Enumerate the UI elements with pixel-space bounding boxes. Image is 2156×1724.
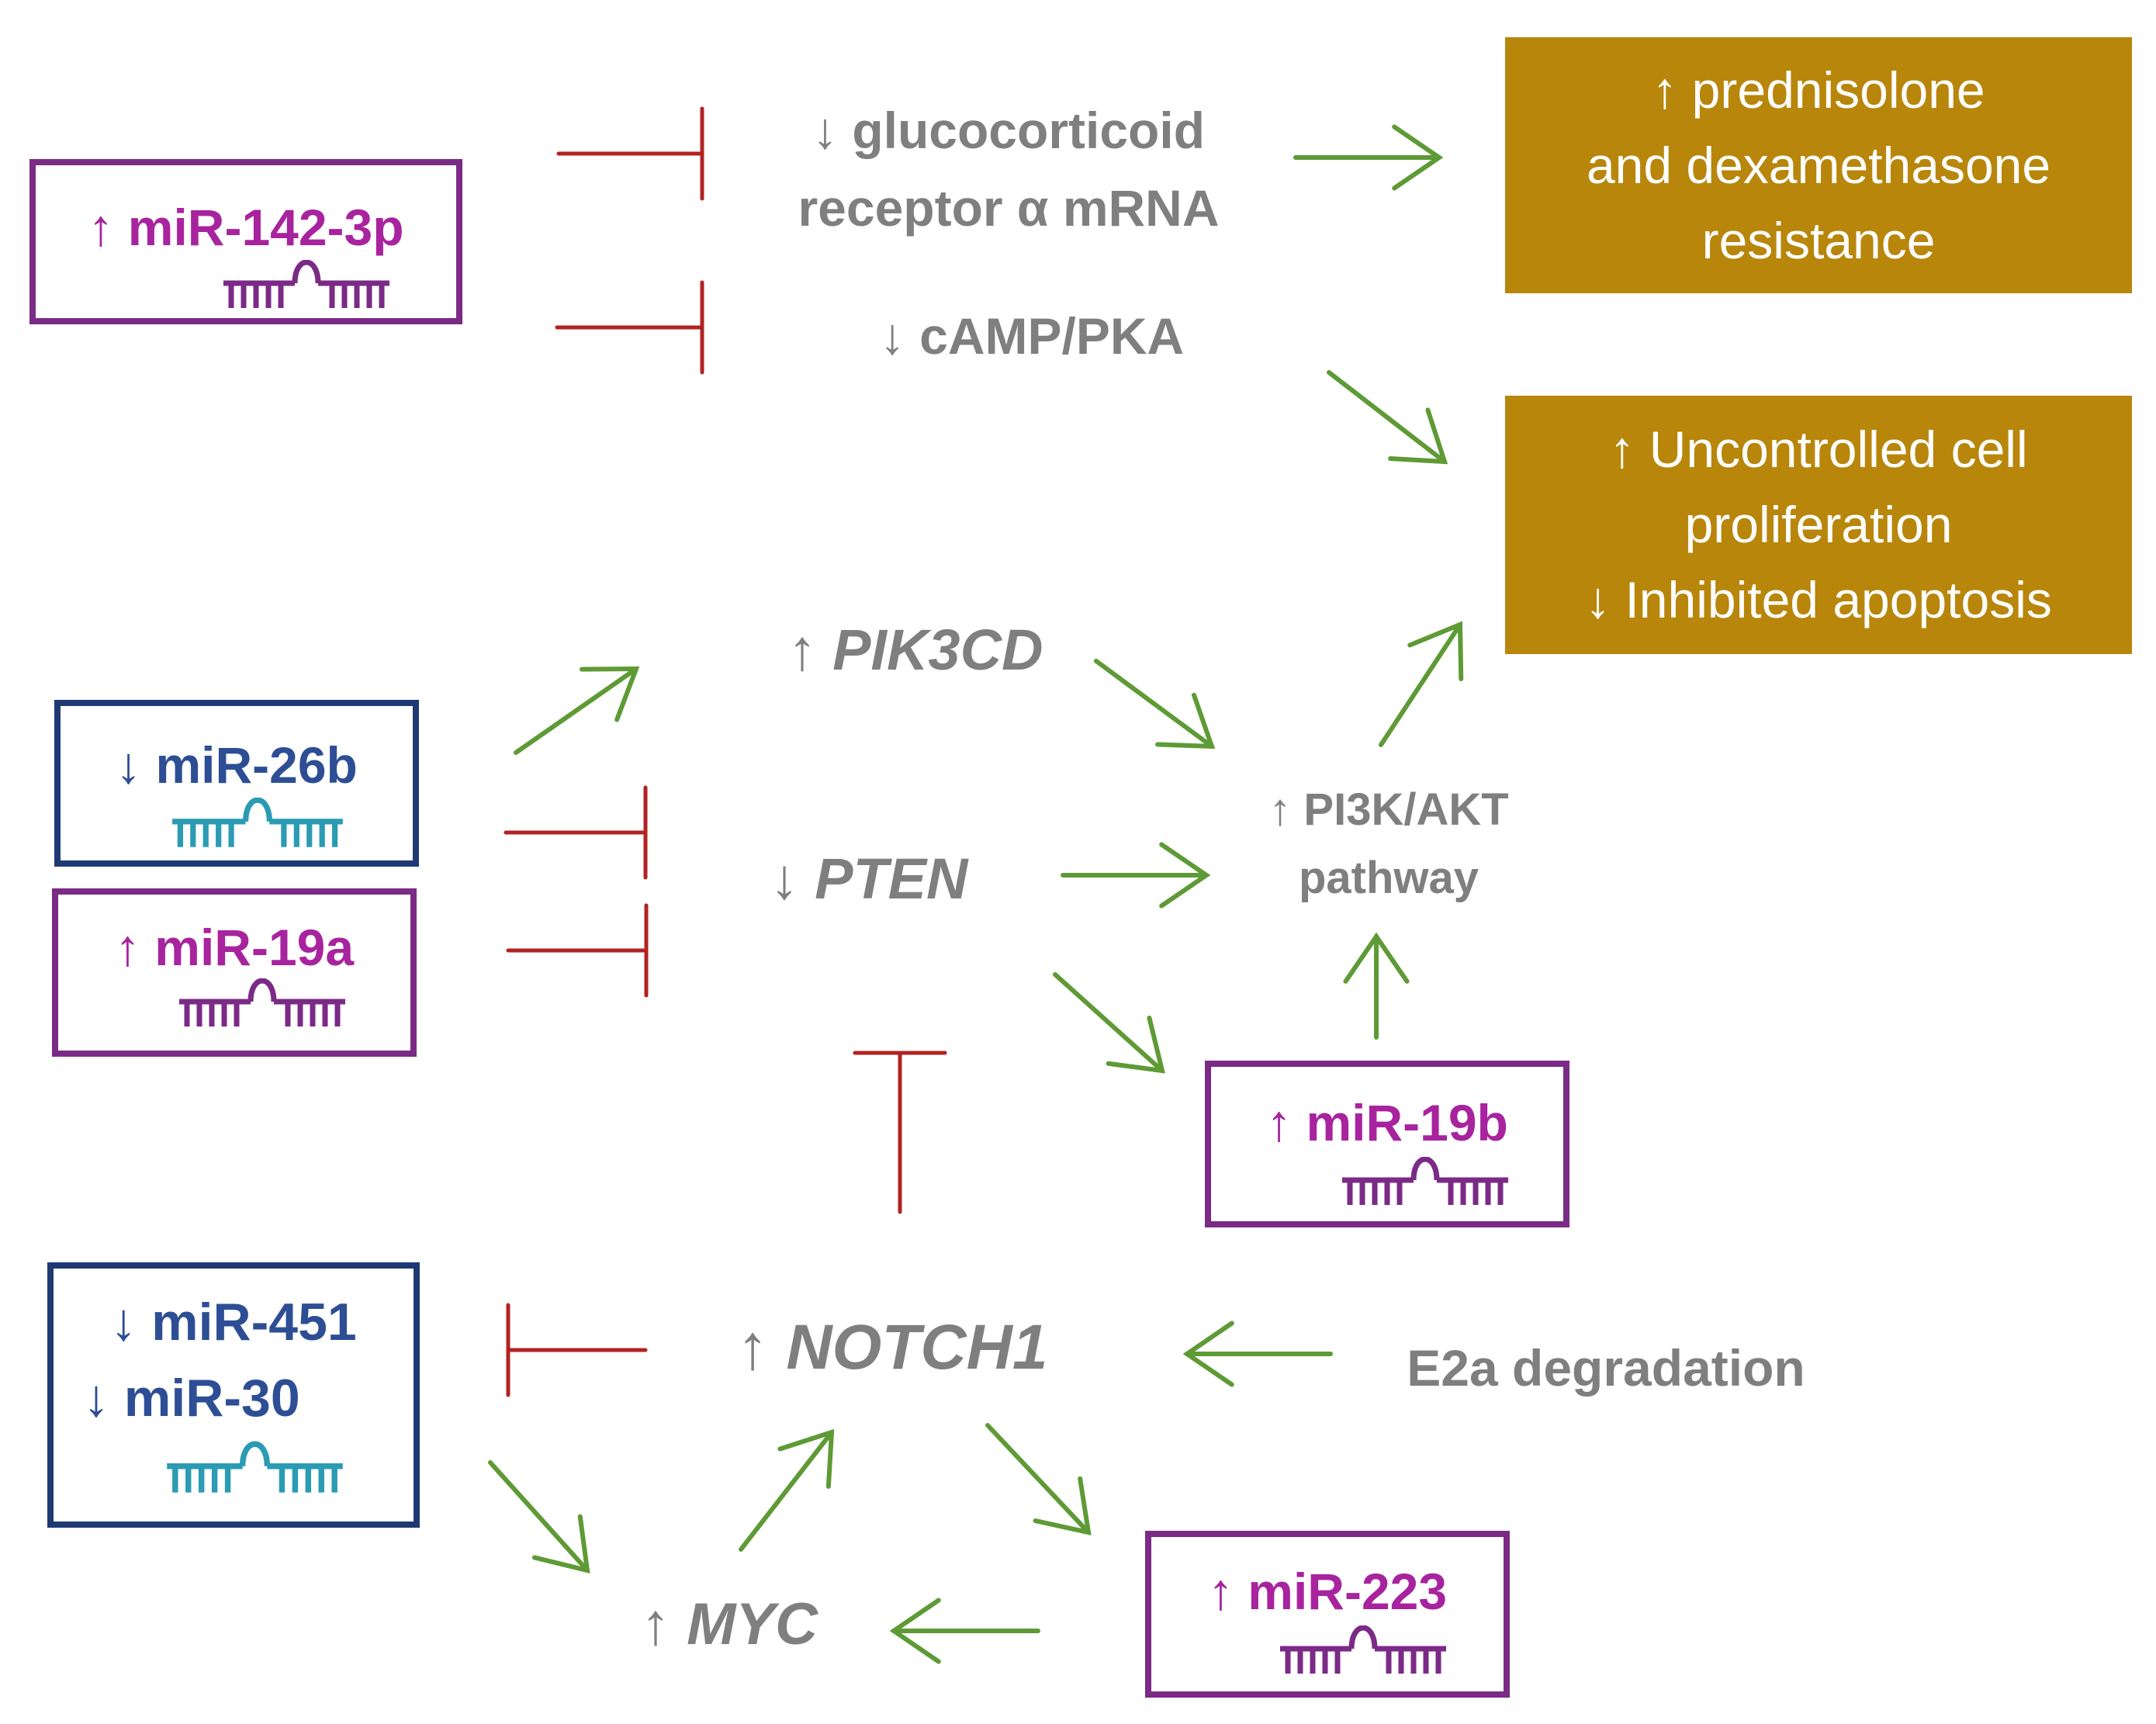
node-e2a-degradation: E2a degradation: [1407, 1339, 1805, 1397]
outcome-resistance-line1: ↑ prednisolone: [1652, 61, 1985, 119]
mirna-hairpin-icon: [179, 978, 345, 1026]
inhibition-edge-notch1-mir451_mir30: [506, 1303, 648, 1397]
mirna-box-mir142: ↑ miR-142-3p: [29, 159, 462, 324]
node-pik3cd: ↑ PIK3CD: [787, 618, 1043, 682]
node-gr-line1: ↓ glucocorticoid: [812, 102, 1206, 159]
mirna-label-mir451: ↓ miR-451: [110, 1293, 357, 1352]
activation-edge-mir26b-pik3cd: [514, 666, 640, 755]
hairpin-shape: [223, 260, 389, 308]
outcome-proliferation-line3: ↓ Inhibited apoptosis: [1585, 571, 2052, 628]
mirna-label-mir223: ↑ miR-223: [1207, 1563, 1448, 1620]
node-pten: ↓ PTEN: [770, 846, 968, 911]
mirna-box-mir26b: ↓ miR-26b: [54, 700, 419, 867]
inhibition-edge-mir26b-pten: [504, 785, 648, 880]
hairpin-shape: [1280, 1625, 1446, 1674]
mirna-hairpin-icon: [1342, 1157, 1508, 1205]
activation-edge-camp-proliferation: [1327, 370, 1448, 465]
mirna-box-mir223: ↑ miR-223: [1145, 1531, 1510, 1698]
activation-edge-mir19b-pi3k_akt: [1343, 932, 1410, 1040]
hairpin-shape: [1342, 1157, 1508, 1205]
mirna-label-mir19a: ↑ miR-19a: [114, 919, 355, 976]
activation-edge-pten-pi3k_akt: [1061, 842, 1211, 909]
outcome-resistance: ↑ prednisolone and dexamethasone resista…: [1505, 37, 2132, 293]
activation-edge-gr_mrna-resistance: [1293, 124, 1444, 191]
mirna-label-mir142: ↑ miR-142-3p: [88, 199, 404, 256]
hairpin-shape: [167, 1441, 343, 1493]
node-pi3k-akt: ↑ PI3K/AKT pathway: [1218, 776, 1559, 912]
outcome-proliferation-line2: proliferation: [1684, 496, 1953, 553]
node-camp-pka: ↓ cAMP/PKA: [879, 307, 1185, 365]
outcome-proliferation-line1: ↑ Uncontrolled cell: [1609, 421, 2028, 478]
activation-edge-pi3k_akt-proliferation: [1379, 621, 1464, 747]
node-myc: ↑ MYC: [641, 1591, 818, 1657]
activation-edge-myc-notch1: [739, 1428, 835, 1552]
mirna-label-mir30: ↓ miR-30: [83, 1369, 300, 1428]
hairpin-shape: [172, 798, 343, 847]
outcome-proliferation: ↑ Uncontrolled cell proliferation ↓ Inhi…: [1505, 396, 2132, 654]
mirna-hairpin-icon: [172, 798, 343, 847]
mirna-label-mir19b: ↑ miR-19b: [1266, 1094, 1508, 1151]
activation-edge-e2a-notch1: [1182, 1321, 1333, 1387]
mirna-hairpin-icon: [1280, 1625, 1446, 1674]
node-glucocorticoid-receptor: ↓ glucocorticoid receptor α mRNA: [745, 92, 1272, 247]
inhibition-edge-mir142-camp: [555, 280, 704, 375]
inhibition-edge-mir19a-pten: [506, 903, 649, 998]
mirna-box-mir451-mir30: ↓ miR-451 ↓ miR-30: [47, 1262, 420, 1528]
node-notch1: ↑ NOTCH1: [736, 1312, 1048, 1383]
mirna-box-mir19b: ↑ miR-19b: [1205, 1061, 1569, 1227]
activation-edge-notch1-mir223: [985, 1423, 1092, 1535]
outcome-resistance-line2: and dexamethasone: [1586, 136, 2051, 194]
inhibition-edge-notch1-pten: [853, 1051, 947, 1214]
activation-edge-pik3cd-pi3k_akt: [1094, 659, 1216, 749]
activation-edge-mir451_mir30-myc: [488, 1460, 590, 1573]
activation-edge-pten-mir19b: [1053, 972, 1165, 1074]
mirna-label-mir26b: ↓ miR-26b: [116, 736, 358, 794]
inhibition-edge-mir142-gr_mrna: [556, 106, 704, 201]
node-pi3k-line1: ↑ PI3K/AKT: [1268, 784, 1509, 835]
outcome-resistance-line3: resistance: [1701, 211, 1936, 269]
node-gr-line2: receptor α mRNA: [798, 179, 1220, 237]
mirna-hairpin-icon: [167, 1441, 343, 1493]
mirna-hairpin-icon: [223, 260, 389, 308]
activation-edge-mir223-myc: [889, 1598, 1040, 1664]
mirna-box-mir19a: ↑ miR-19a: [52, 888, 417, 1057]
hairpin-shape: [179, 978, 345, 1026]
node-pi3k-line2: pathway: [1298, 853, 1479, 903]
